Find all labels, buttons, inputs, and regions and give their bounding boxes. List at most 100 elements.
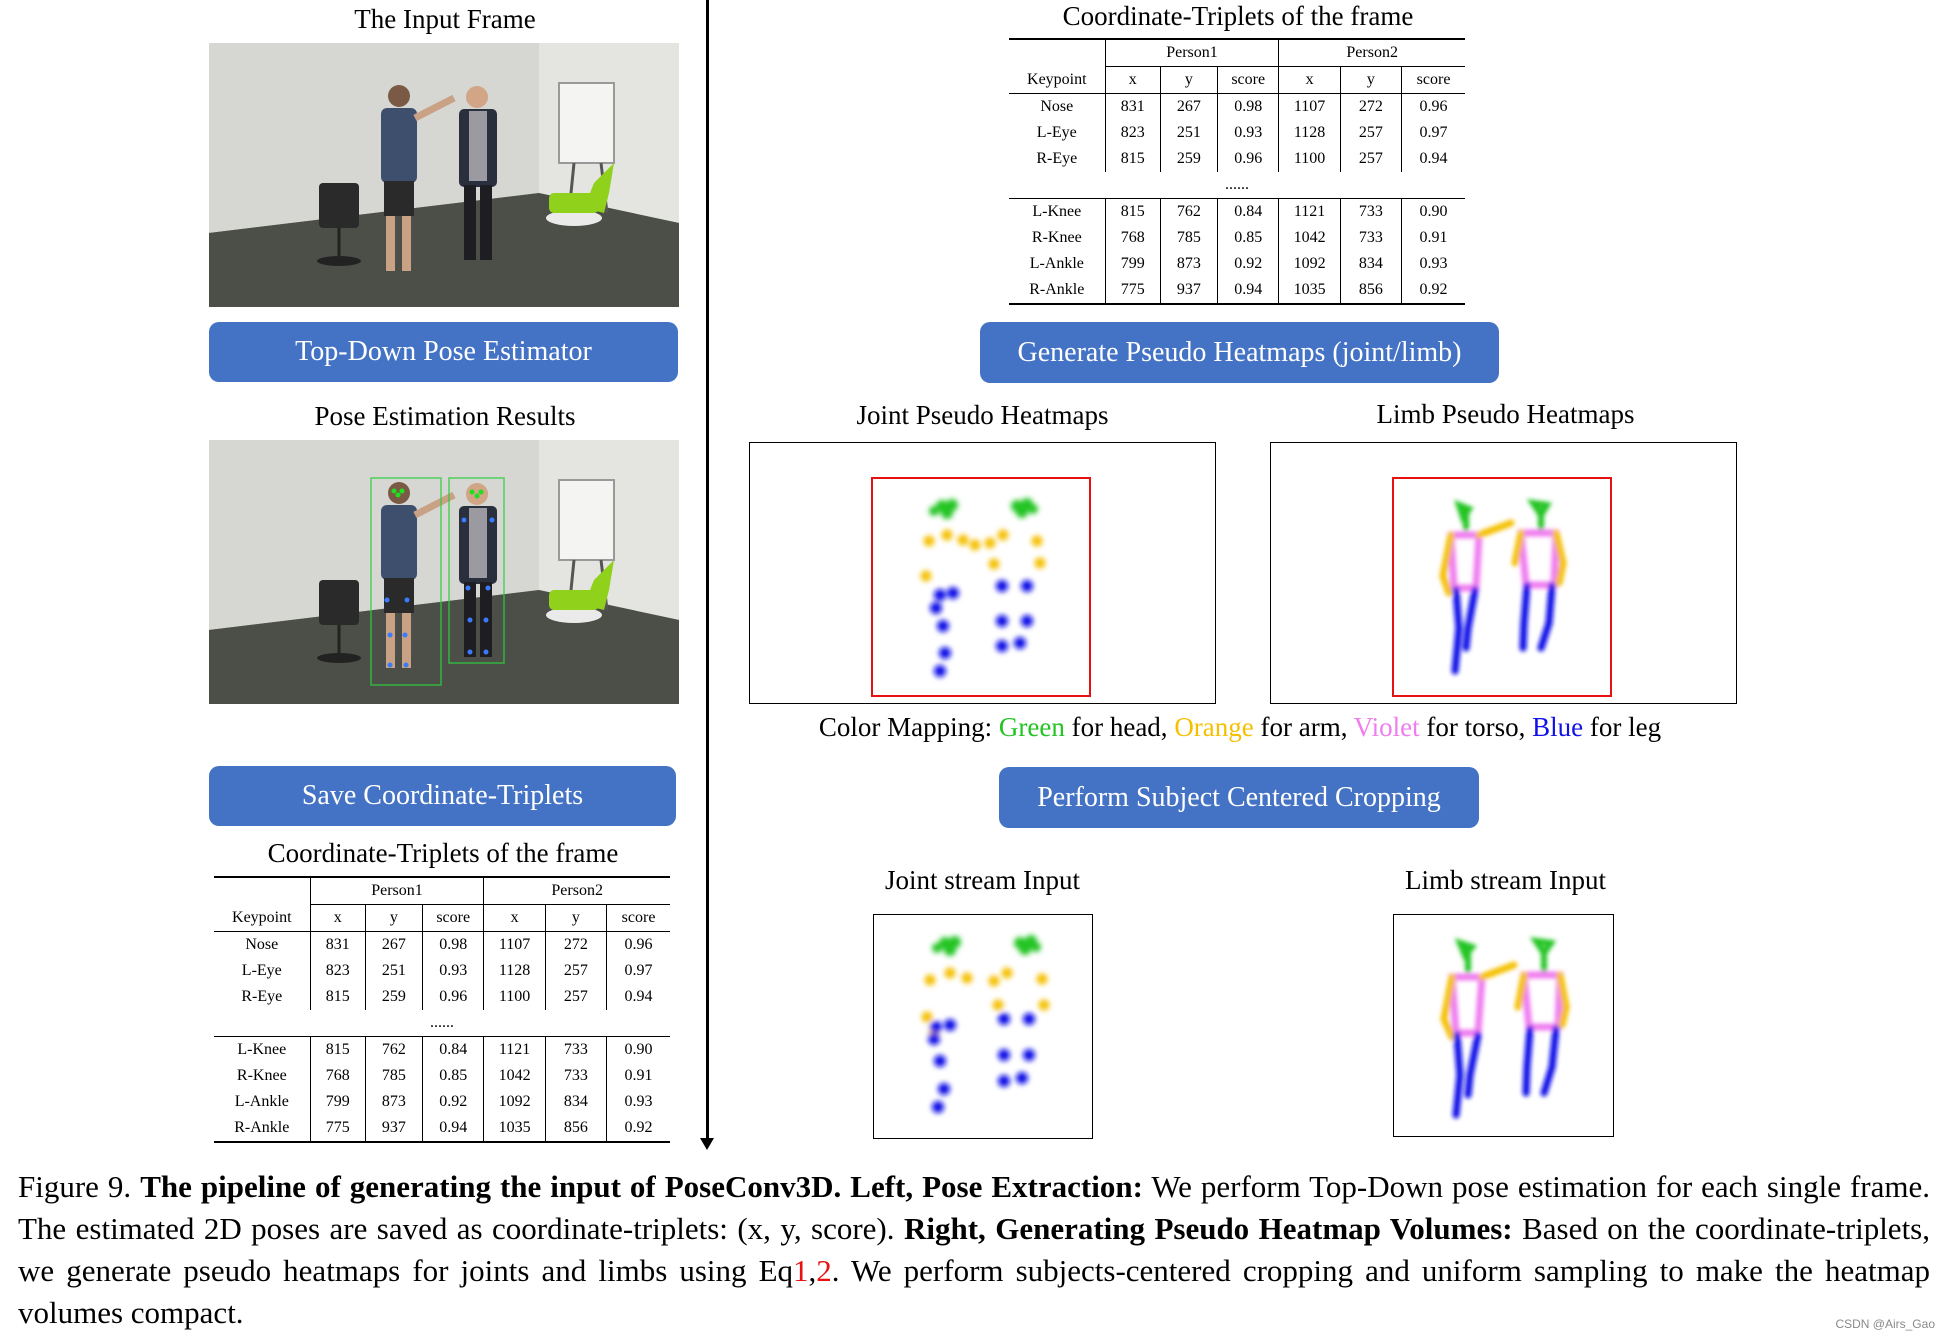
table-ellipsis: ...... xyxy=(1009,172,1465,199)
table-cell: Nose xyxy=(1009,94,1105,121)
table-cell: 0.92 xyxy=(1218,251,1279,277)
column-header: score xyxy=(423,905,484,932)
table-cell: 0.93 xyxy=(607,1089,670,1115)
input-frame-photo xyxy=(209,43,679,307)
table-row: R-Eye 815 259 0.96 1100 257 0.94 xyxy=(1009,146,1465,172)
table-cell: 251 xyxy=(365,958,422,984)
table-cell: 1128 xyxy=(1279,120,1340,146)
table-row: L-Eye 823 251 0.93 1128 257 0.97 xyxy=(1009,120,1465,146)
crop-box xyxy=(872,478,1090,696)
table-cell: L-Knee xyxy=(1009,199,1105,226)
table-cell: 257 xyxy=(1340,120,1401,146)
column-header: y xyxy=(545,905,606,932)
save-coordinate-triplets-button[interactable]: Save Coordinate-Triplets xyxy=(209,766,676,826)
table-cell: 251 xyxy=(1160,120,1217,146)
table-cell: 815 xyxy=(1105,199,1160,226)
table-cell: 1121 xyxy=(484,1037,545,1064)
color-mapping-legend: Color Mapping: Green for head, Orange fo… xyxy=(700,712,1780,743)
person1-header: Person1 xyxy=(310,877,484,905)
table-cell: 0.91 xyxy=(607,1063,670,1089)
column-header: x xyxy=(310,905,365,932)
table-cell: R-Knee xyxy=(214,1063,310,1089)
table-cell: 1092 xyxy=(484,1089,545,1115)
limb-stream-title: Limb stream Input xyxy=(1273,865,1738,896)
table-cell: 733 xyxy=(545,1037,606,1064)
table-cell: R-Ankle xyxy=(1009,277,1105,304)
table-cell: 733 xyxy=(1340,225,1401,251)
table-person-header-row: Person1 Person2 xyxy=(214,877,670,905)
table-cell: 799 xyxy=(1105,251,1160,277)
table-cell: 1042 xyxy=(1279,225,1340,251)
table-cell: L-Eye xyxy=(1009,120,1105,146)
table-cell: 0.92 xyxy=(1402,277,1465,304)
table-cell: R-Eye xyxy=(1009,146,1105,172)
leg-text: for leg xyxy=(1590,712,1661,742)
table-cell: 1107 xyxy=(484,932,545,959)
table-cell: 0.85 xyxy=(423,1063,484,1089)
table-cell: 0.85 xyxy=(1218,225,1279,251)
table-cell: 1107 xyxy=(1279,94,1340,121)
column-header: score xyxy=(607,905,670,932)
table-cell: L-Eye xyxy=(214,958,310,984)
table-column-header-row: Keypoint x y score x y score xyxy=(1009,67,1465,94)
table-cell: L-Ankle xyxy=(214,1089,310,1115)
column-header: y xyxy=(1340,67,1401,94)
table-cell: 0.94 xyxy=(607,984,670,1010)
generate-pseudo-heatmaps-button[interactable]: Generate Pseudo Heatmaps (joint/limb) xyxy=(980,322,1499,383)
table-cell: 873 xyxy=(1160,251,1217,277)
table-cell: R-Ankle xyxy=(214,1115,310,1142)
table-cell: 831 xyxy=(310,932,365,959)
table-cell: 815 xyxy=(1105,146,1160,172)
table-cell: 0.90 xyxy=(1402,199,1465,226)
table-cell: 0.96 xyxy=(607,932,670,959)
table-cell: 768 xyxy=(1105,225,1160,251)
table-cell: 0.94 xyxy=(1402,146,1465,172)
table-cell: 0.84 xyxy=(423,1037,484,1064)
table-cell: 259 xyxy=(365,984,422,1010)
table-cell: 1100 xyxy=(1279,146,1340,172)
table-cell: 815 xyxy=(310,984,365,1010)
table-cell: 0.90 xyxy=(607,1037,670,1064)
table-row: Nose 831 267 0.98 1107 272 0.96 xyxy=(214,932,670,959)
column-header: Keypoint xyxy=(1009,67,1105,94)
table-row: L-Knee 815 762 0.84 1121 733 0.90 xyxy=(214,1037,670,1064)
caption-bold-title: The pipeline of generating the input of … xyxy=(140,1169,841,1204)
caption-right-label: Right, Generating Pseudo Heatmap Volumes… xyxy=(904,1211,1513,1246)
table-cell: 1092 xyxy=(1279,251,1340,277)
table-cell: 0.96 xyxy=(1402,94,1465,121)
column-header: y xyxy=(365,905,422,932)
table-row: R-Ankle 775 937 0.94 1035 856 0.92 xyxy=(1009,277,1465,304)
table-cell: 762 xyxy=(365,1037,422,1064)
table-cell: 257 xyxy=(545,958,606,984)
table-cell: 799 xyxy=(310,1089,365,1115)
table-cell: 1042 xyxy=(484,1063,545,1089)
table-cell: 785 xyxy=(365,1063,422,1089)
table-cell: 0.98 xyxy=(423,932,484,959)
table-person-header-row: Person1 Person2 xyxy=(1009,39,1465,67)
joint-stream-input-panel xyxy=(873,914,1093,1139)
table-cell: 267 xyxy=(1160,94,1217,121)
table-cell: 823 xyxy=(310,958,365,984)
column-header: x xyxy=(1105,67,1160,94)
table-cell: 0.96 xyxy=(1218,146,1279,172)
top-down-pose-estimator-button[interactable]: Top-Down Pose Estimator xyxy=(209,322,678,382)
person2-header: Person2 xyxy=(1279,39,1465,67)
table-cell: 1035 xyxy=(484,1115,545,1142)
table-row: R-Ankle 775 937 0.94 1035 856 0.92 xyxy=(214,1115,670,1142)
equation-1-link[interactable]: 1 xyxy=(793,1253,809,1288)
right-table-title: Coordinate-Triplets of the frame xyxy=(1008,1,1468,32)
joint-stream-title: Joint stream Input xyxy=(750,865,1215,896)
table-cell: 733 xyxy=(545,1063,606,1089)
pose-results-photo xyxy=(209,440,679,704)
table-cell: 259 xyxy=(1160,146,1217,172)
figure-caption: Figure 9. The pipeline of generating the… xyxy=(18,1166,1930,1334)
subject-centered-cropping-button[interactable]: Perform Subject Centered Cropping xyxy=(999,767,1479,828)
table-cell: 0.97 xyxy=(1402,120,1465,146)
table-row: R-Eye 815 259 0.96 1100 257 0.94 xyxy=(214,984,670,1010)
column-header: x xyxy=(484,905,545,932)
table-cell: L-Ankle xyxy=(1009,251,1105,277)
table-cell: 762 xyxy=(1160,199,1217,226)
table-row: L-Ankle 799 873 0.92 1092 834 0.93 xyxy=(214,1089,670,1115)
table-column-header-row: Keypoint x y score x y score xyxy=(214,905,670,932)
equation-2-link[interactable]: 2 xyxy=(816,1253,832,1288)
